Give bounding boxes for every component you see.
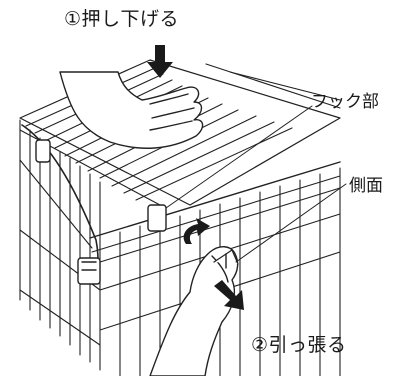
- hook-label: フック部: [311, 92, 379, 112]
- curved-up-arrow-icon: [183, 218, 210, 244]
- diagonal-down-right-arrow-icon: [214, 280, 244, 310]
- step1-label: ①押し下げる: [64, 8, 180, 30]
- leader-lines: [165, 105, 347, 263]
- step2-label: ②引っ張る: [251, 334, 347, 356]
- side-label: 側面: [349, 176, 383, 196]
- pushing-hand: [59, 71, 204, 149]
- hook-leader-line: [165, 105, 313, 209]
- side-leader-line: [235, 183, 347, 263]
- down-arrow-icon: [147, 45, 173, 78]
- pulling-hand: [149, 246, 239, 377]
- hook-part: [35, 139, 167, 285]
